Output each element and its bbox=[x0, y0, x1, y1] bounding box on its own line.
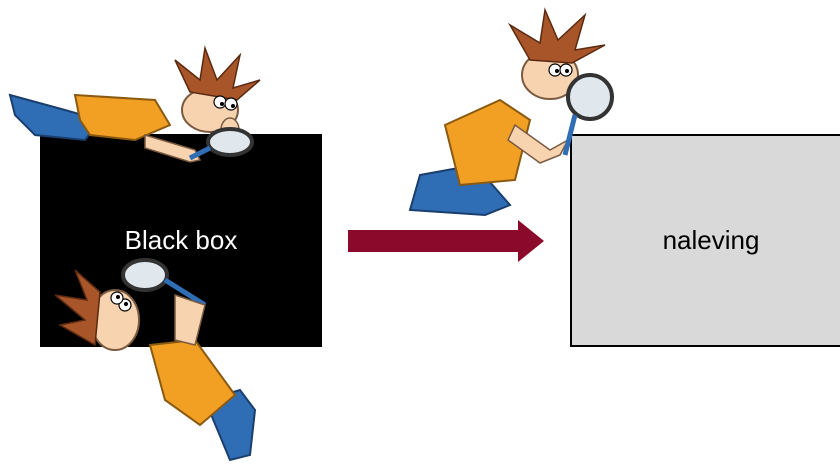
compliance-box-label: naleving bbox=[662, 225, 760, 255]
arrow-right-icon bbox=[348, 220, 544, 262]
black-box-label: Black box bbox=[124, 225, 238, 255]
inspector-figure-top-right bbox=[408, 7, 614, 217]
inspector-figure-top-left bbox=[8, 45, 261, 163]
inspector-figure-bottom bbox=[55, 258, 257, 462]
compliance-box: naleving bbox=[570, 134, 840, 347]
